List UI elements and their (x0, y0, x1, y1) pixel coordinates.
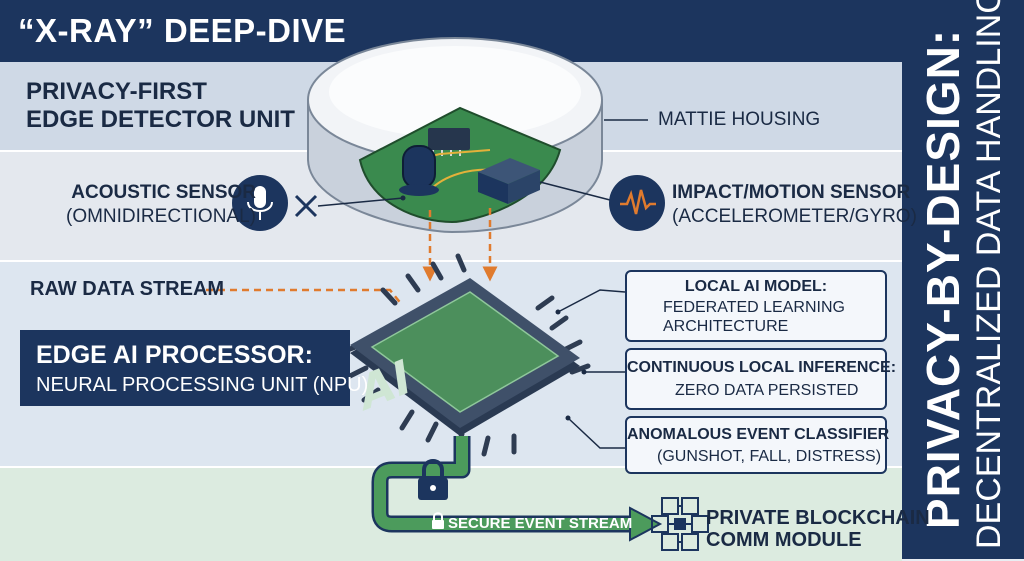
impact-sensor-label: IMPACT/MOTION SENSOR (ACCELEROMETER/GYRO… (672, 181, 917, 229)
card-line: ZERO DATA PERSISTED (675, 382, 859, 399)
small-lock-icon (432, 512, 444, 529)
sidebar-line1: PRIVACY-BY-DESIGN: (917, 28, 969, 530)
card-heading: CONTINUOUS LOCAL INFERENCE: (627, 359, 897, 376)
blockchain-module-label: PRIVATE BLOCKCHAIN COMM MODULE (706, 507, 930, 551)
subtitle-line1: PRIVACY-FIRST (26, 78, 207, 105)
sidebar-vertical-title: PRIVACY-BY-DESIGN: DECENTRALIZED DATA HA… (917, 0, 1009, 549)
card-heading: ANOMALOUS EVENT CLASSIFIER (627, 426, 890, 443)
impact-sensor-name: IMPACT/MOTION SENSOR (672, 182, 911, 203)
page-title: “X-RAY” DEEP-DIVE (18, 12, 347, 49)
edge-processor-box: EDGE AI PROCESSOR: NEURAL PROCESSING UNI… (20, 330, 368, 406)
acoustic-sensor-part (399, 145, 439, 196)
local-inference-card: CONTINUOUS LOCAL INFERENCE: ZERO DATA PE… (625, 348, 897, 410)
pcb-chip (428, 128, 470, 150)
mattie-housing (307, 37, 603, 234)
sidebar-line2: DECENTRALIZED DATA HANDLING (970, 0, 1008, 549)
ai-chip: AI (339, 253, 591, 457)
microphone-icon (232, 175, 288, 231)
edge-processor-detail: NEURAL PROCESSING UNIT (NPU) (36, 374, 369, 396)
subtitle-line2: EDGE DETECTOR UNIT (26, 106, 295, 133)
page-subtitle: PRIVACY-FIRST EDGE DETECTOR UNIT (26, 78, 326, 134)
raw-data-stream-label: RAW DATA STREAM (30, 278, 225, 300)
blockchain-icon (651, 497, 709, 551)
blockchain-line2: COMM MODULE (706, 529, 862, 551)
disconnect-x-icon (294, 194, 318, 218)
secure-event-stream-label: SECURE EVENT STREAM (448, 515, 633, 532)
blockchain-line1: PRIVATE BLOCKCHAIN (706, 507, 930, 529)
acoustic-sensor-name: ACOUSTIC SENSOR (71, 182, 256, 203)
sidebar-banner: PRIVACY-BY-DESIGN: DECENTRALIZED DATA HA… (902, 0, 1024, 559)
padlock-icon (418, 459, 448, 500)
output-band (0, 466, 902, 561)
event-classifier-card: ANOMALOUS EVENT CLASSIFIER (GUNSHOT, FAL… (625, 416, 890, 474)
impact-sensor-detail: (ACCELEROMETER/GYRO) (672, 206, 917, 227)
motion-sensor-part (478, 158, 540, 204)
card-line: (GUNSHOT, FALL, DISTRESS) (657, 448, 882, 465)
acoustic-sensor-label: ACOUSTIC SENSOR (OMNIDIRECTIONAL) (66, 181, 256, 229)
card-line: ARCHITECTURE (663, 318, 789, 335)
card-line: FEDERATED LEARNING (663, 299, 845, 316)
card-heading: LOCAL AI MODEL: (684, 278, 828, 295)
diagram-artwork: AI (206, 37, 709, 551)
housing-label: MATTIE HOUSING (658, 109, 821, 130)
edge-processor-title: EDGE AI PROCESSOR: (36, 341, 313, 369)
waveform-icon (609, 175, 665, 231)
acoustic-sensor-detail: (OMNIDIRECTIONAL) (66, 206, 256, 227)
local-ai-model-card: LOCAL AI MODEL: FEDERATED LEARNING ARCHI… (625, 270, 887, 342)
